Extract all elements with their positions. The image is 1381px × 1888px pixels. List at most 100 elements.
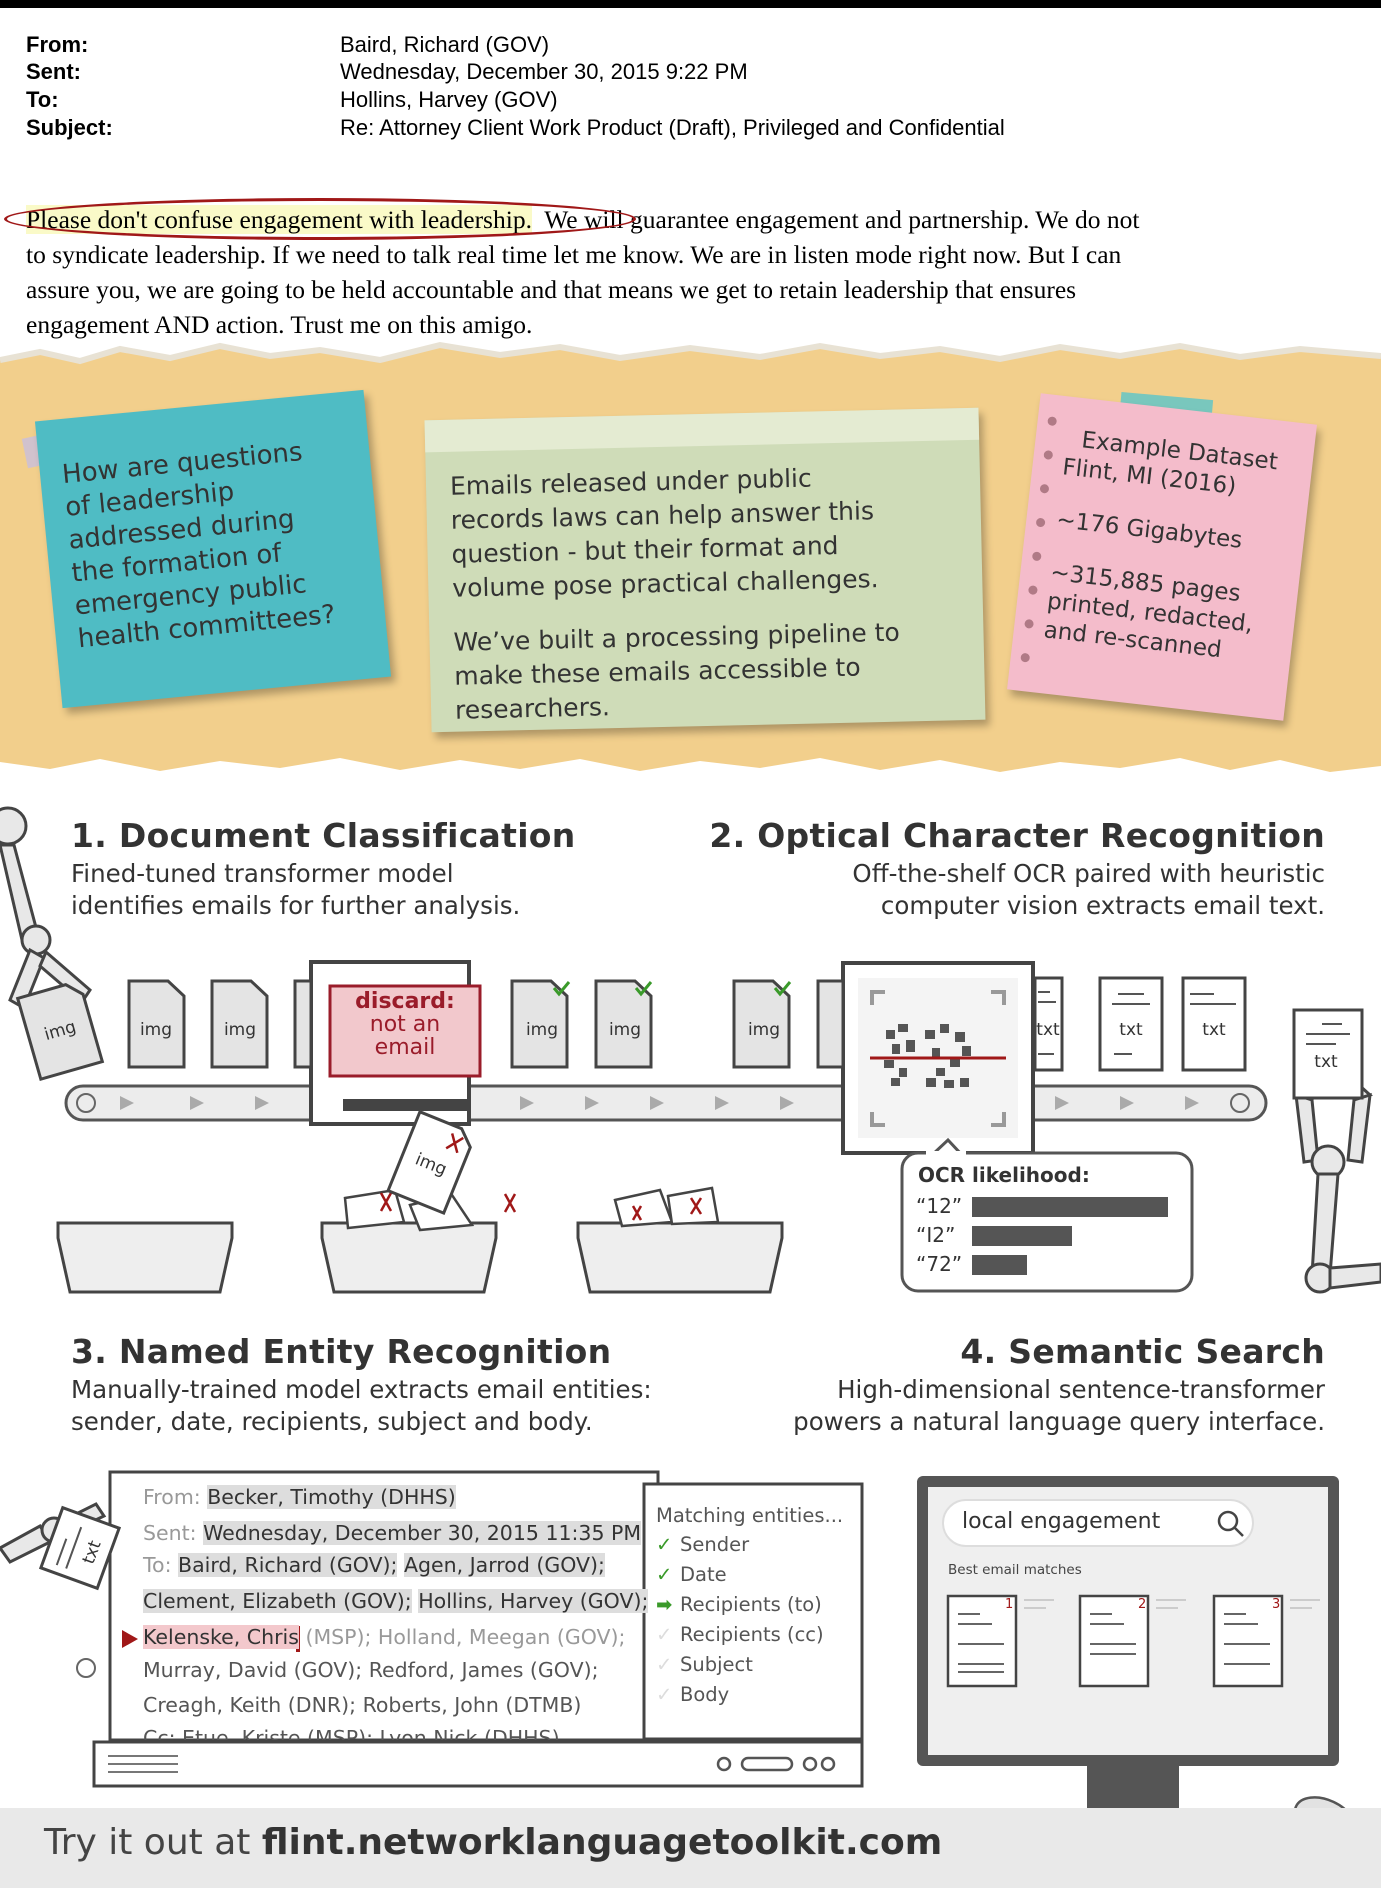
ocr-likelihood-bar xyxy=(972,1226,1072,1246)
entity-label: Date xyxy=(680,1563,727,1586)
step1-title: 1. Document Classification xyxy=(71,816,576,855)
ocr-panel-title: OCR likelihood: xyxy=(918,1163,1090,1187)
ner-to-label: To: xyxy=(143,1553,172,1577)
txt-card: txt xyxy=(1181,976,1247,1072)
entity-recipients-cc: ✓ Recipients (cc) xyxy=(656,1623,824,1646)
img-card: img xyxy=(127,979,186,1069)
ner-to-line-2: Clement, Elizabeth (GOV); Hollins, Harve… xyxy=(143,1589,649,1613)
entity-label: Recipients (cc) xyxy=(680,1623,824,1646)
step1-desc-1: Fined-tuned transformer model xyxy=(71,859,454,888)
discard-line: not an xyxy=(369,1012,441,1037)
ner-sent-line: Sent: Wednesday, December 30, 2015 11:35… xyxy=(143,1521,642,1545)
ner-current-entity: Kelenske, Chris xyxy=(143,1625,299,1649)
ner-recipient: Clement, Elizabeth (GOV); xyxy=(143,1589,412,1613)
txt-card-gripped: txt xyxy=(1292,1008,1364,1100)
email-subject: Re: Attorney Client Work Product (Draft)… xyxy=(340,115,1005,140)
email-body-line1: We will guarantee engagement and partner… xyxy=(544,205,1140,234)
search-result-1[interactable] xyxy=(948,1596,1016,1686)
ocr-bars xyxy=(972,1197,1168,1275)
discard-line: email xyxy=(374,1035,436,1060)
search-input[interactable]: local engagement xyxy=(962,1509,1161,1534)
best-matches-label: Best email matches xyxy=(948,1562,1082,1578)
ner-pending-text: (MSP); Holland, Meegan (GOV); xyxy=(305,1625,626,1649)
conveyor-arrows xyxy=(120,1096,1199,1110)
footer xyxy=(0,1808,1381,1888)
discard-label: discard: not an email xyxy=(330,990,480,1059)
check-icon: ✓ xyxy=(656,1653,673,1676)
ocr-candidate-label: “12” xyxy=(916,1194,962,1218)
step1-desc-2: identifies emails for further analysis. xyxy=(71,891,521,920)
step4-title: 4. Semantic Search xyxy=(960,1332,1325,1371)
classification-machine xyxy=(309,960,482,1126)
bins xyxy=(56,1221,784,1294)
result-rank: 1 xyxy=(1005,1597,1014,1612)
step3-desc-1: Manually-trained model extracts email en… xyxy=(71,1375,652,1404)
ner-recipient: Baird, Richard (GOV); xyxy=(178,1553,398,1577)
ner-sender: Becker, Timothy (DHHS) xyxy=(207,1485,456,1509)
ner-date: Wednesday, December 30, 2015 11:35 PM xyxy=(203,1521,642,1545)
img-card-gripped: img xyxy=(15,983,105,1082)
img-card: img xyxy=(210,979,269,1069)
matching-entities-panel xyxy=(642,1482,864,1741)
ocr-machine xyxy=(841,961,1035,1155)
svg-text:img: img xyxy=(140,1020,172,1040)
ner-txt-card: txt xyxy=(38,1505,122,1591)
step4-desc-1: High-dimensional sentence-transformer xyxy=(837,1375,1325,1404)
step2-title: 2. Optical Character Recognition xyxy=(709,816,1325,855)
matching-entities-title: Matching entities... xyxy=(656,1504,844,1527)
search-result-3[interactable] xyxy=(1214,1596,1282,1686)
email-from: Baird, Richard (GOV) xyxy=(340,32,550,57)
email-body-line4: engagement AND action. Trust me on this … xyxy=(26,310,533,339)
img-card-checked: img xyxy=(594,979,653,1069)
svg-text:img: img xyxy=(526,1020,558,1040)
footer-prefix: Try it out at xyxy=(44,1822,262,1863)
svg-text:img: img xyxy=(748,1020,780,1040)
svg-text:txt: txt xyxy=(1202,1020,1226,1040)
entity-date: ✓ Date xyxy=(656,1563,727,1586)
step2-desc-1: Off-the-shelf OCR paired with heuristic xyxy=(852,859,1325,888)
top-rule xyxy=(0,0,1381,8)
search-icon[interactable] xyxy=(1216,1506,1250,1540)
email-sent: Wednesday, December 30, 2015 9:22 PM xyxy=(340,59,748,84)
reject-x-marks xyxy=(379,1192,703,1221)
ner-scanner-base xyxy=(92,1740,864,1788)
check-icon: ✓ xyxy=(656,1563,673,1586)
result-rank: 2 xyxy=(1138,1597,1147,1612)
entity-label: Recipients (to) xyxy=(680,1593,822,1616)
svg-text:img: img xyxy=(609,1020,641,1040)
step2-desc-2: computer vision extracts email text. xyxy=(880,891,1325,920)
entity-label: Subject xyxy=(680,1653,753,1676)
svg-text:txt: txt xyxy=(1036,1020,1060,1040)
txt-card: txt xyxy=(1033,976,1064,1072)
ner-recipient: Hollins, Harvey (GOV); xyxy=(418,1589,649,1613)
footer-link[interactable]: flint.networklanguagetoolkit.com xyxy=(261,1822,943,1863)
ner-pending-line-cut: Cc: Etue, Kriste (MSP); Lyon Nick (DHHS) xyxy=(143,1726,560,1740)
email-body-line3: assure you, we are going to be held acco… xyxy=(26,275,1077,304)
email-subject-label: Subject: xyxy=(26,115,113,140)
img-card-checked: img xyxy=(510,979,571,1069)
ner-pending-line: Creagh, Keith (DNR); Roberts, John (DTMB… xyxy=(143,1693,582,1717)
entity-label: Body xyxy=(680,1683,730,1706)
svg-text:img: img xyxy=(224,1020,256,1040)
step3-title: 3. Named Entity Recognition xyxy=(71,1332,612,1371)
email-to-label: To: xyxy=(26,87,59,112)
check-icon: ✓ xyxy=(656,1533,673,1556)
result-rank: 3 xyxy=(1272,1597,1281,1612)
entity-sender: ✓Sender xyxy=(656,1533,749,1556)
ocr-candidate-label: “I2” xyxy=(916,1223,955,1247)
svg-text:txt: txt xyxy=(1314,1052,1338,1072)
ocr-likelihood-bar xyxy=(972,1255,1027,1275)
ner-pending-line: Murray, David (GOV); Redford, James (GOV… xyxy=(143,1658,599,1682)
img-card-checked: img xyxy=(732,979,792,1069)
highlight-circle xyxy=(4,198,636,240)
ocr-candidate-label: “72” xyxy=(916,1252,962,1276)
ner-recipient: Agen, Jarrod (GOV); xyxy=(403,1553,605,1577)
check-icon: ✓ xyxy=(656,1623,673,1646)
ner-current-line: Kelenske, Chris (MSP); Holland, Meegan (… xyxy=(143,1625,625,1649)
arrow-right-icon: ➡ xyxy=(656,1593,673,1616)
search-result-2[interactable] xyxy=(1080,1596,1148,1686)
svg-text:txt: txt xyxy=(1119,1020,1143,1040)
email-to: Hollins, Harvey (GOV) xyxy=(340,87,558,112)
ner-from-label: From: xyxy=(143,1485,201,1509)
